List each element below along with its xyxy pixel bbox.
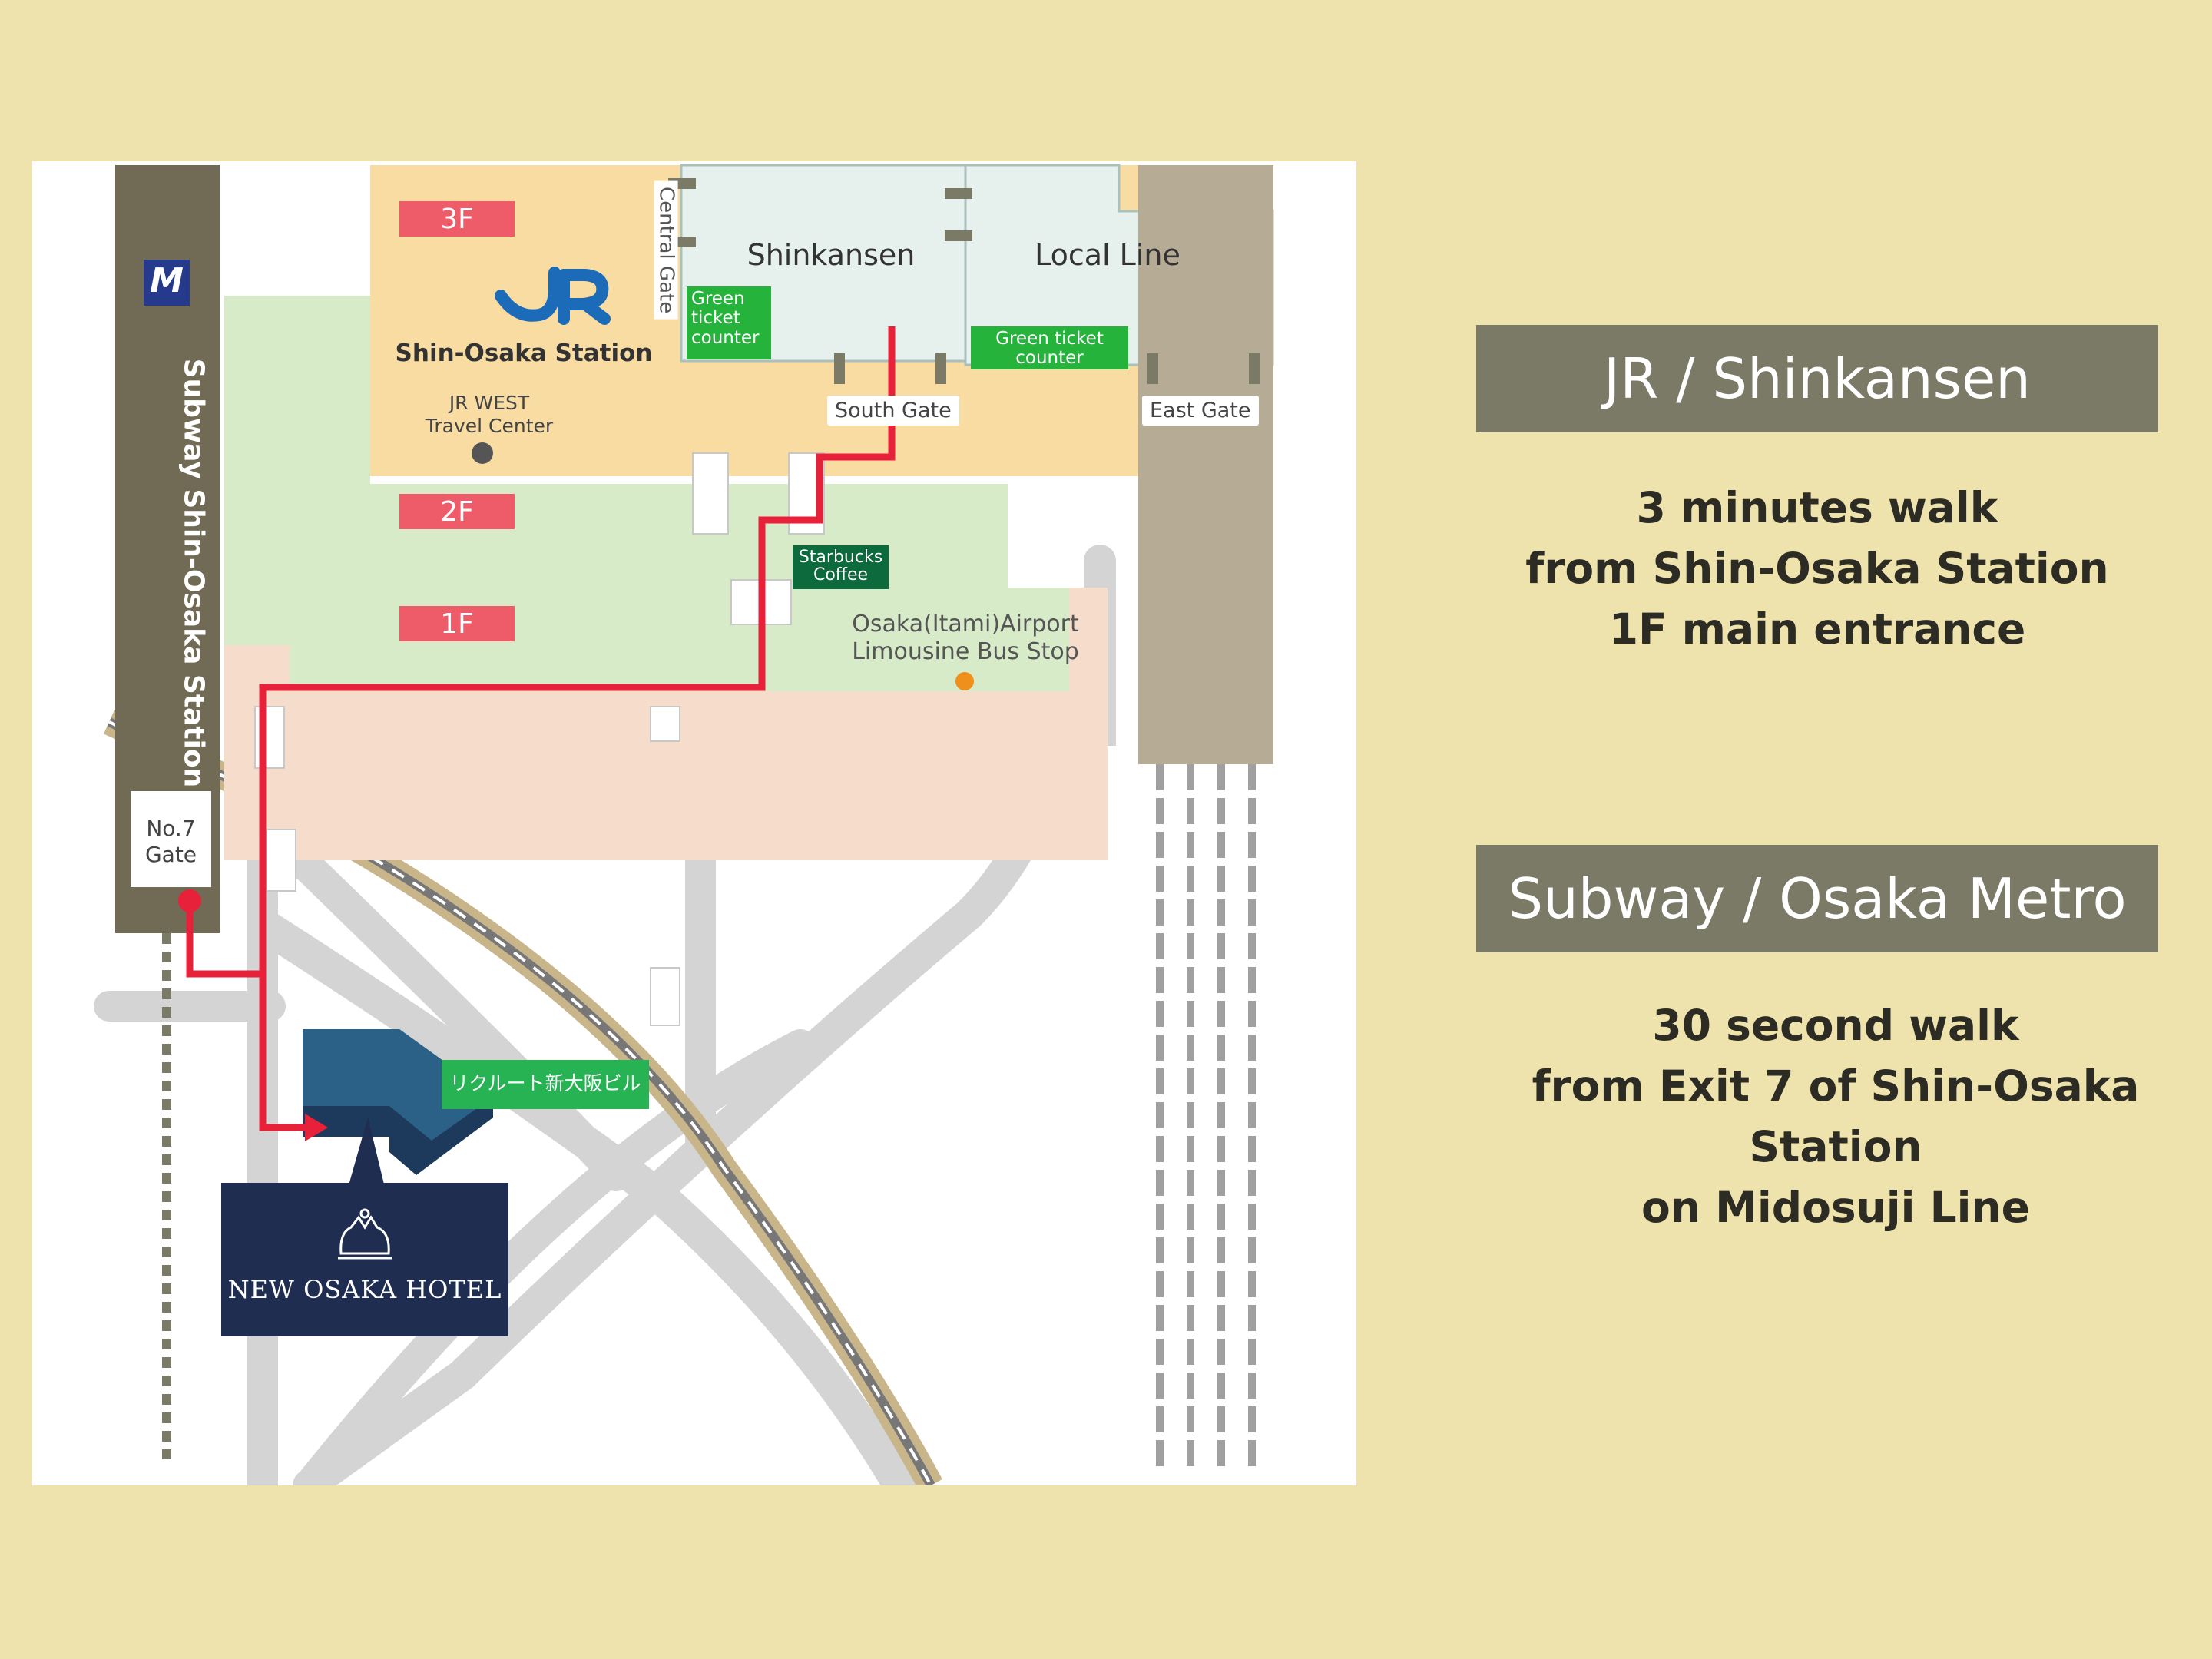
east-tracks — [1156, 764, 1256, 1467]
jr-line-2: from Shin-Osaka Station — [1525, 544, 2109, 593]
floor-tag-2f: 2F — [399, 494, 515, 529]
route-start-dot — [178, 889, 201, 912]
east-gate-label: East Gate — [1142, 396, 1259, 426]
metro-logo-text: M — [150, 261, 184, 300]
subway-metro-directions: 30 second walk from Exit 7 of Shin-Osaka… — [1459, 995, 2212, 1238]
subway-line-1: 30 second walk — [1652, 1001, 2019, 1050]
hotel-sign-bg — [221, 1183, 508, 1336]
floor-tag-1f: 1F — [399, 606, 515, 641]
bus-stop-dot — [955, 672, 974, 690]
subway-metro-header: Subway / Osaka Metro — [1476, 845, 2158, 952]
green-ticket-counter-shinkansen: Green ticket counter — [687, 286, 771, 359]
jr-shinkansen-directions: 3 minutes walk from Shin-Osaka Station 1… — [1476, 478, 2158, 660]
no7-gate-label: No.7 Gate — [144, 816, 197, 867]
south-gate-label: South Gate — [827, 396, 959, 426]
access-map: Subway Shin-Osaka Station M 3F 2F 1F Cen… — [32, 161, 1356, 1485]
floor-tag-3f: 3F — [399, 201, 515, 237]
hotel-crest-icon — [338, 1208, 392, 1260]
jr-shinkansen-header: JR / Shinkansen — [1476, 325, 2158, 432]
no7-gate-box — [131, 791, 211, 887]
subway-line-2: from Exit 7 of Shin-Osaka Station — [1532, 1061, 2140, 1171]
east-platform-block — [1138, 165, 1273, 764]
map-graphics — [94, 164, 1274, 1485]
jr-logo — [495, 267, 611, 325]
subway-line-3: on Midosuji Line — [1641, 1183, 2030, 1232]
jr-line-3: 1F main entrance — [1608, 604, 2026, 654]
hotel-pointer — [347, 1118, 386, 1190]
subway-station-label: Subway Shin-Osaka Station — [177, 358, 210, 788]
gate-posts — [668, 178, 1260, 384]
starbucks-label: Starbucks Coffee — [793, 545, 889, 589]
shinkansen-label: Shinkansen — [747, 238, 916, 272]
green-ticket-counter-local: Green ticket counter — [971, 326, 1128, 369]
walking-route — [186, 326, 896, 1131]
bus-stop-label: Osaka(Itami)Airport Limousine Bus Stop — [852, 611, 1079, 665]
jr-west-travel-center: JR WEST Travel Center — [425, 392, 554, 437]
travel-center-dot — [472, 442, 493, 464]
hotel-name: NEW OSAKA HOTEL — [227, 1275, 502, 1304]
central-gate-label: Central Gate — [654, 180, 678, 320]
local-line-label: Local Line — [1035, 238, 1181, 272]
recruit-building-bg — [442, 1060, 649, 1109]
route-arrow — [305, 1114, 328, 1141]
jr-line-1: 3 minutes walk — [1636, 483, 1998, 532]
metro-logo-bg — [144, 260, 190, 306]
recruit-building-label: リクルート新大阪ビル — [449, 1072, 641, 1094]
jr-station-name: Shin-Osaka Station — [395, 339, 653, 367]
